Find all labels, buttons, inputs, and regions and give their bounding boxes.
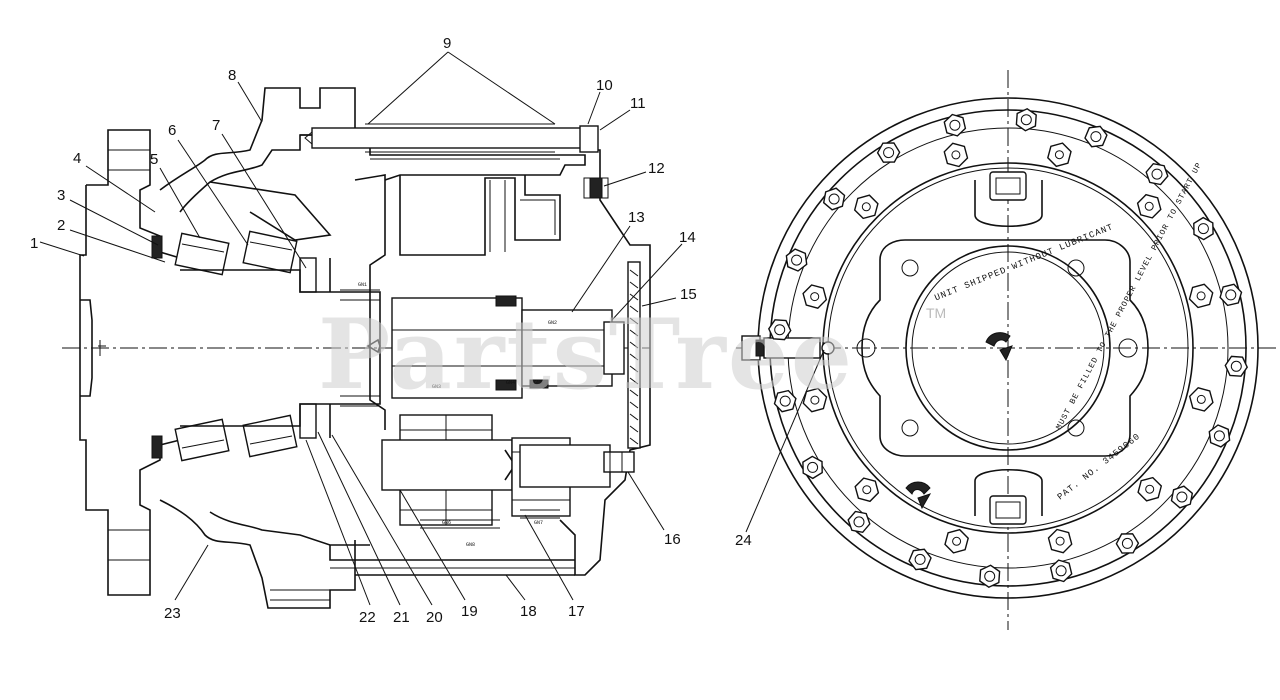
callout-21: 21 [393, 609, 410, 626]
inner-bolt [853, 194, 879, 220]
inner-bolt [944, 528, 969, 554]
inner-bolt [943, 142, 969, 168]
inner-bolt [1188, 387, 1214, 412]
callout-5: 5 [150, 151, 158, 168]
svg-text:GN8: GN8 [466, 542, 475, 548]
svg-text:GN6: GN6 [442, 520, 451, 526]
callout-24: 24 [735, 532, 752, 549]
callout-1: 1 [30, 235, 38, 252]
outer-bolt [1224, 355, 1249, 377]
callout-7: 7 [212, 117, 220, 134]
trademark: TM [926, 305, 946, 321]
outer-bolt [1015, 107, 1037, 132]
patent-number: PAT. NO. 3459060 [1056, 431, 1143, 502]
svg-text:GN2: GN2 [548, 320, 557, 326]
outer-bolt [1049, 559, 1073, 583]
callout-20: 20 [426, 609, 443, 626]
outer-bolt [1193, 216, 1214, 241]
svg-text:GN1: GN1 [358, 282, 367, 288]
outer-bolt [1115, 533, 1140, 554]
callout-2: 2 [57, 217, 65, 234]
inner-bolt [1047, 528, 1073, 554]
callout-13: 13 [628, 209, 645, 226]
inner-bolt [1047, 142, 1072, 168]
outer-bolt [1145, 162, 1169, 186]
outer-bolt [943, 113, 967, 137]
inner-bolt [1188, 283, 1214, 309]
outer-bolt [802, 455, 823, 480]
inner-bolt [1137, 476, 1163, 502]
callout-14: 14 [679, 229, 696, 246]
inner-bolt [1136, 193, 1162, 219]
inner-bolt [802, 284, 828, 309]
outer-bolt [822, 187, 846, 211]
inner-bolt-ring [802, 142, 1214, 554]
outer-bolt [767, 319, 792, 341]
outer-bolt [979, 564, 1001, 589]
svg-text:GN4: GN4 [506, 380, 515, 386]
callout-9: 9 [443, 35, 451, 52]
outer-bolt [785, 248, 808, 272]
callout-10: 10 [596, 77, 613, 94]
section-view: GN1 GN2 GN3 GN4 GN5 GN6 GN7 GN8 [39, 51, 683, 609]
ring-text-right: MUST BE FILLED TO THE PROPER LEVEL PRIOR… [1055, 161, 1205, 432]
callout-6: 6 [168, 122, 176, 139]
outer-bolt-ring [767, 107, 1249, 589]
svg-text:GN5: GN5 [534, 380, 543, 386]
callout-15: 15 [680, 286, 697, 303]
callout-22: 22 [359, 609, 376, 626]
leader-lines [39, 51, 683, 606]
outer-bolt [847, 510, 871, 534]
callout-11: 11 [630, 95, 646, 112]
callout-17: 17 [568, 603, 585, 620]
callout-8: 8 [228, 67, 236, 84]
callout-16: 16 [664, 531, 681, 548]
ring-text-top: UNIT SHIPPED WITHOUT LUBRICANT [933, 222, 1115, 303]
callout-19: 19 [461, 603, 478, 620]
outer-bolt [1219, 283, 1243, 307]
outer-bolt [908, 548, 932, 571]
callout-3: 3 [57, 187, 65, 204]
outer-bolt [773, 389, 797, 413]
svg-text:GN7: GN7 [534, 520, 543, 526]
outer-bolt [876, 142, 901, 163]
outer-bolt [1170, 485, 1194, 509]
outer-bolt [1084, 125, 1108, 148]
callout-4: 4 [73, 150, 81, 167]
callout-labels: 1 2 3 4 5 6 7 8 9 10 11 12 13 14 15 16 1… [30, 35, 752, 626]
inner-bolt [854, 477, 880, 503]
callout-18: 18 [520, 603, 537, 620]
svg-text:GN3: GN3 [432, 384, 441, 390]
callout-23: 23 [164, 605, 181, 622]
callout-12: 12 [648, 160, 665, 177]
watermark: PartsTree [318, 298, 854, 411]
outer-bolt [1208, 424, 1231, 448]
